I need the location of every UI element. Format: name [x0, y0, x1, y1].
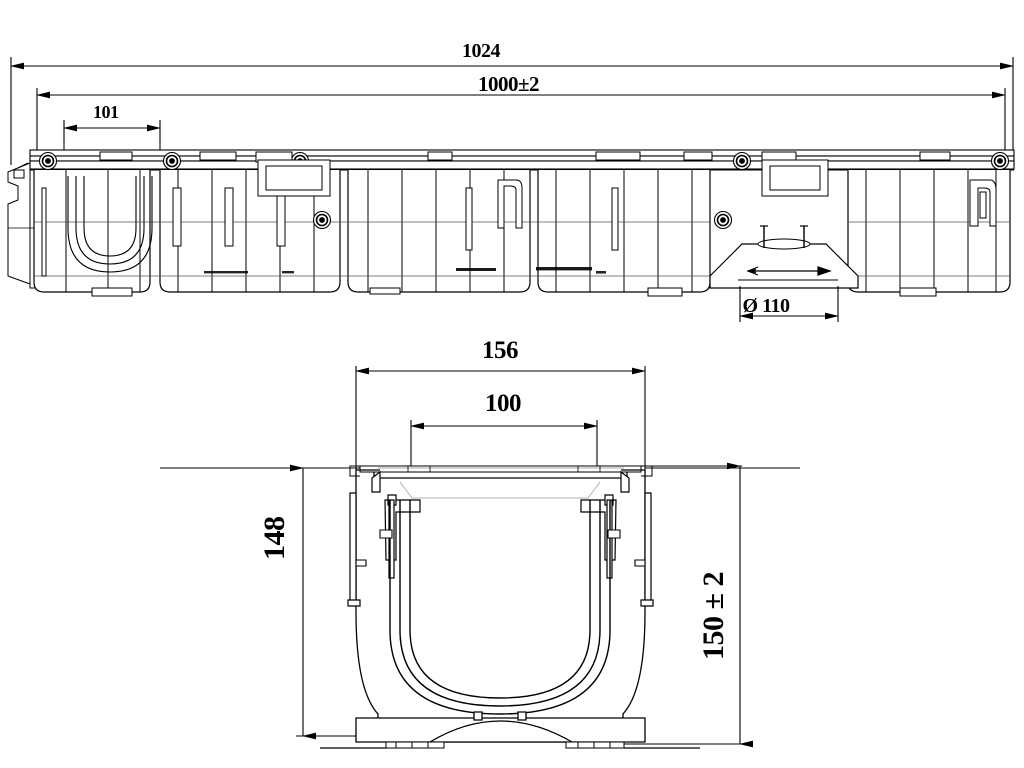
side-flange-left — [347, 470, 421, 607]
cross-section-view — [160, 366, 800, 749]
dimension-label-overall-length: 1024 — [462, 40, 501, 62]
dimension-100 — [410, 420, 598, 470]
outlet-boss — [709, 225, 859, 289]
hidden-profile — [399, 481, 601, 499]
side-elevation-view — [7, 149, 1015, 322]
flow-direction-arrow — [746, 266, 832, 276]
coupling-brackets — [99, 151, 951, 197]
channel-walls — [355, 469, 646, 735]
embossed-marking — [204, 267, 606, 274]
dimension-label-overall-height: 150 ± 2 — [697, 572, 730, 660]
grating-plate — [349, 465, 653, 479]
u-channel-profile — [389, 500, 611, 715]
base-feet — [91, 287, 937, 297]
dimension-110 — [739, 286, 839, 322]
dimension-label-outer-width: 156 — [482, 337, 519, 364]
dimension-label-nominal-length: 1000±2 — [478, 72, 540, 96]
hanger-ribs — [41, 179, 997, 277]
dimension-label-inner-height: 148 — [258, 516, 291, 561]
centre-band — [34, 221, 1010, 277]
dimension-label-outlet-diameter: Ø 110 — [742, 295, 790, 317]
u-profile-left — [67, 176, 153, 273]
dimension-1024 — [10, 57, 1014, 165]
dimension-label-inner-width: 100 — [485, 390, 522, 417]
base-pads — [320, 741, 700, 749]
dimension-156 — [355, 366, 646, 470]
shoulder-connectors — [355, 529, 646, 567]
dimension-label-module-pitch: 101 — [93, 102, 119, 122]
base-foot — [355, 711, 646, 743]
